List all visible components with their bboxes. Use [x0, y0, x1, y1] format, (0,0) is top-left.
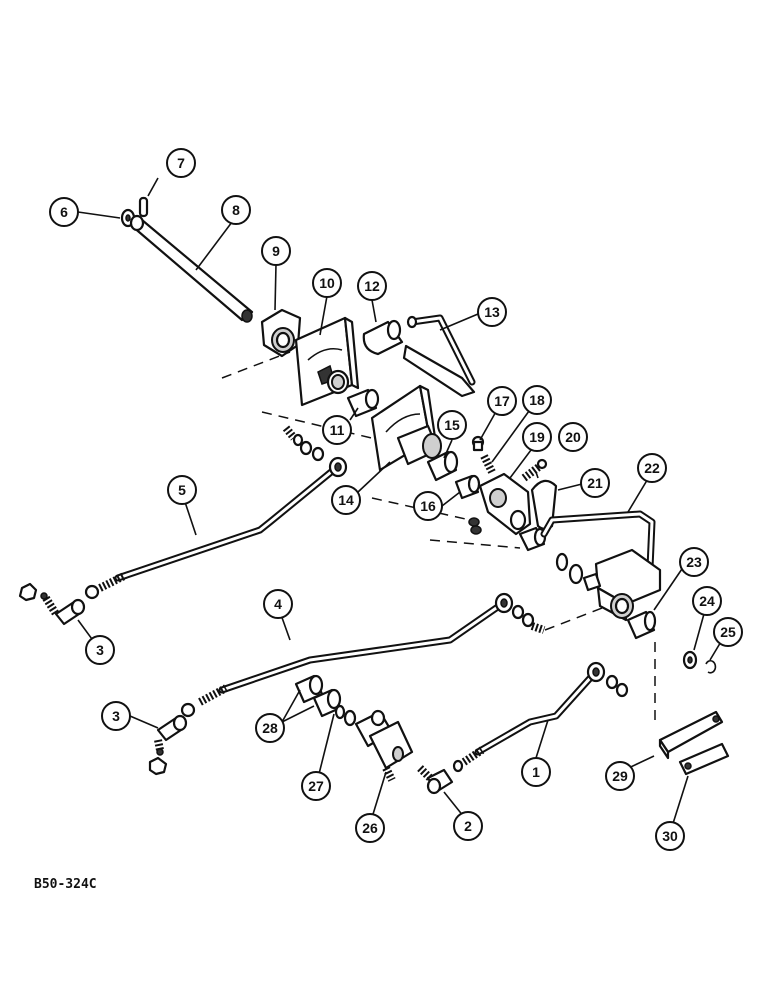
svg-text:29: 29	[612, 768, 628, 784]
svg-text:19: 19	[529, 429, 545, 445]
svg-text:30: 30	[662, 828, 678, 844]
svg-text:11: 11	[330, 422, 345, 438]
callout-21: 21	[580, 468, 610, 498]
callout-1: 1	[521, 757, 551, 787]
svg-text:2: 2	[464, 818, 472, 834]
callout-15: 15	[437, 410, 467, 440]
bushing-19b	[518, 526, 547, 552]
svg-text:1: 1	[532, 764, 540, 780]
drawing-code: B50-324C	[34, 877, 97, 892]
svg-text:28: 28	[262, 720, 278, 736]
callout-12: 12	[357, 271, 387, 301]
svg-text:4: 4	[274, 596, 282, 612]
callout-3-upper: 3	[85, 635, 115, 665]
svg-text:3: 3	[112, 708, 120, 724]
part-19-bracket	[478, 472, 532, 536]
part-23-bushing	[626, 610, 657, 640]
svg-text:27: 27	[308, 778, 324, 794]
svg-text:8: 8	[232, 202, 240, 218]
svg-text:25: 25	[720, 624, 736, 640]
svg-text:20: 20	[565, 429, 581, 445]
callout-23: 23	[679, 547, 709, 577]
callout-29: 29	[605, 761, 635, 791]
svg-text:26: 26	[362, 820, 378, 836]
callout-2: 2	[453, 811, 483, 841]
svg-text:15: 15	[444, 417, 460, 433]
svg-text:5: 5	[178, 482, 186, 498]
svg-text:10: 10	[319, 275, 335, 291]
callout-4: 4	[263, 589, 293, 619]
part-14-quadrant-plate	[370, 384, 442, 472]
callout-14: 14	[331, 485, 361, 515]
part-7-pin	[138, 196, 149, 218]
callout-22: 22	[637, 453, 667, 483]
svg-text:16: 16	[420, 498, 436, 514]
part-18-spring	[480, 454, 496, 474]
svg-text:18: 18	[529, 392, 545, 408]
part-4-rod	[198, 592, 514, 706]
part-9-lever-block	[260, 308, 302, 358]
part-5-rod	[98, 456, 348, 592]
callout-13: 13	[477, 297, 507, 327]
callout-7: 7	[166, 148, 196, 178]
part-3-rod-end-upper	[18, 582, 100, 626]
part-20-screw	[521, 458, 548, 482]
svg-text:12: 12	[364, 278, 380, 294]
svg-text:7: 7	[177, 155, 185, 171]
callout-18: 18	[522, 385, 552, 415]
part-13-hand-lever	[402, 314, 476, 398]
svg-text:6: 6	[60, 204, 68, 220]
callout-28: 28	[255, 713, 285, 743]
callout-5: 5	[167, 475, 197, 505]
callout-11: 11	[322, 415, 352, 445]
callout-10: 10	[312, 268, 342, 298]
svg-text:24: 24	[699, 593, 715, 609]
part-29-plate	[658, 710, 724, 760]
rod-4-fasteners	[511, 604, 546, 634]
callout-19: 19	[522, 422, 552, 452]
callout-16: 16	[413, 491, 443, 521]
callout-8: 8	[221, 195, 251, 225]
part-3-rod-end-lower	[148, 702, 196, 776]
part-2-rod-end	[417, 759, 464, 795]
svg-text:9: 9	[272, 243, 280, 259]
fastener-nuts	[468, 517, 482, 535]
svg-text:22: 22	[644, 460, 660, 476]
part-25-clip	[705, 659, 717, 674]
svg-text:14: 14	[338, 492, 354, 508]
part-28-bushings	[294, 674, 342, 718]
part-26-pivot-assembly	[354, 709, 414, 782]
part-27-washers	[334, 704, 357, 727]
svg-text:13: 13	[484, 304, 500, 320]
part-10-quadrant-plate	[294, 316, 360, 407]
part-1-rod	[461, 661, 629, 766]
callout-27: 27	[301, 771, 331, 801]
svg-text:23: 23	[686, 554, 702, 570]
callout-3-lower: 3	[101, 701, 131, 731]
part-12-knob	[362, 319, 404, 356]
callout-17: 17	[487, 386, 517, 416]
callout-25: 25	[713, 617, 743, 647]
part-30-plate	[678, 742, 730, 776]
assembly-center-lines	[221, 351, 656, 725]
washers-22	[555, 552, 602, 592]
part-22-shift-lever	[540, 510, 662, 622]
part-16-bushing	[454, 474, 481, 500]
callout-9: 9	[261, 236, 291, 266]
callout-26: 26	[355, 813, 385, 843]
rod-5-fasteners	[282, 425, 325, 462]
svg-text:3: 3	[96, 642, 104, 658]
part-15-bushing	[426, 450, 459, 482]
callout-6: 6	[49, 197, 79, 227]
callout-24: 24	[692, 586, 722, 616]
callout-30: 30	[655, 821, 685, 851]
svg-text:21: 21	[587, 475, 603, 491]
svg-text:17: 17	[494, 393, 510, 409]
part-8-shaft	[129, 214, 254, 323]
part-11-bushing	[346, 388, 380, 418]
part-24-washer	[682, 650, 698, 670]
callout-20: 20	[558, 422, 588, 452]
